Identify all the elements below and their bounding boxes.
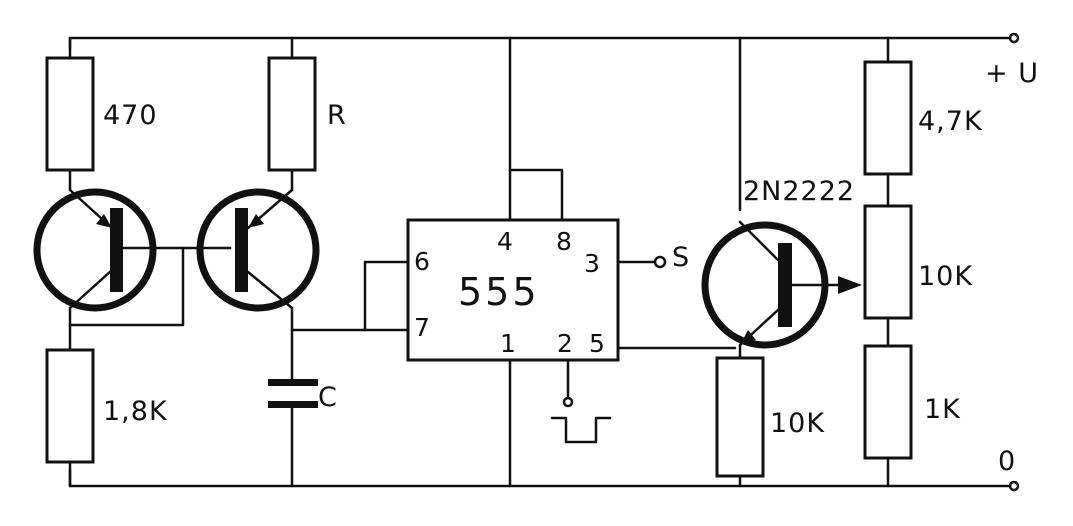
resistor-10k-emitter <box>715 356 765 478</box>
transistor-2n2222-base-bar <box>778 243 792 327</box>
label-10k-pot: 10K <box>918 261 973 292</box>
label-470: 470 <box>103 100 158 131</box>
supply-terminal <box>1008 32 1020 44</box>
label-4-7k: 4,7K <box>918 106 983 137</box>
pin-1: 1 <box>500 329 516 358</box>
capacitor-c <box>268 379 318 408</box>
resistor-1-8k <box>45 348 95 464</box>
resistor-470 <box>45 56 95 172</box>
pin-5: 5 <box>589 329 605 358</box>
transistor-2 <box>196 188 320 312</box>
resistor-r <box>267 56 317 172</box>
transistor-1 <box>33 188 157 312</box>
label-supply: + U <box>985 58 1039 89</box>
timer-555 <box>406 218 620 362</box>
pin-4: 4 <box>497 227 513 256</box>
label-s: S <box>672 242 690 273</box>
pin-6: 6 <box>414 247 430 276</box>
ground-terminal <box>1008 480 1020 492</box>
resistor-4-7k <box>863 60 913 176</box>
ground-rail <box>68 468 1020 492</box>
label-c: C <box>318 382 338 413</box>
pin-3: 3 <box>584 249 600 278</box>
transistor-2-base-bar <box>235 208 248 292</box>
resistor-1k <box>863 344 913 460</box>
label-2n2222: 2N2222 <box>743 176 855 207</box>
label-1k: 1K <box>924 394 961 425</box>
output-terminal <box>653 255 667 269</box>
trigger-pulse-icon <box>550 416 612 444</box>
label-ground: 0 <box>998 446 1016 477</box>
wiper-arrow-icon <box>838 276 862 294</box>
supply-rail <box>68 32 1020 50</box>
label-555: 555 <box>458 270 540 314</box>
pin-7: 7 <box>414 313 430 342</box>
trigger-terminal <box>562 396 574 408</box>
transistor-1-base-bar <box>110 208 123 292</box>
label-1-8k: 1,8K <box>103 396 168 427</box>
pin-2: 2 <box>557 329 573 358</box>
potentiometer-10k <box>863 204 913 320</box>
pin-8: 8 <box>556 227 572 256</box>
label-10k-emitter: 10K <box>770 408 825 439</box>
label-r: R <box>327 100 347 131</box>
